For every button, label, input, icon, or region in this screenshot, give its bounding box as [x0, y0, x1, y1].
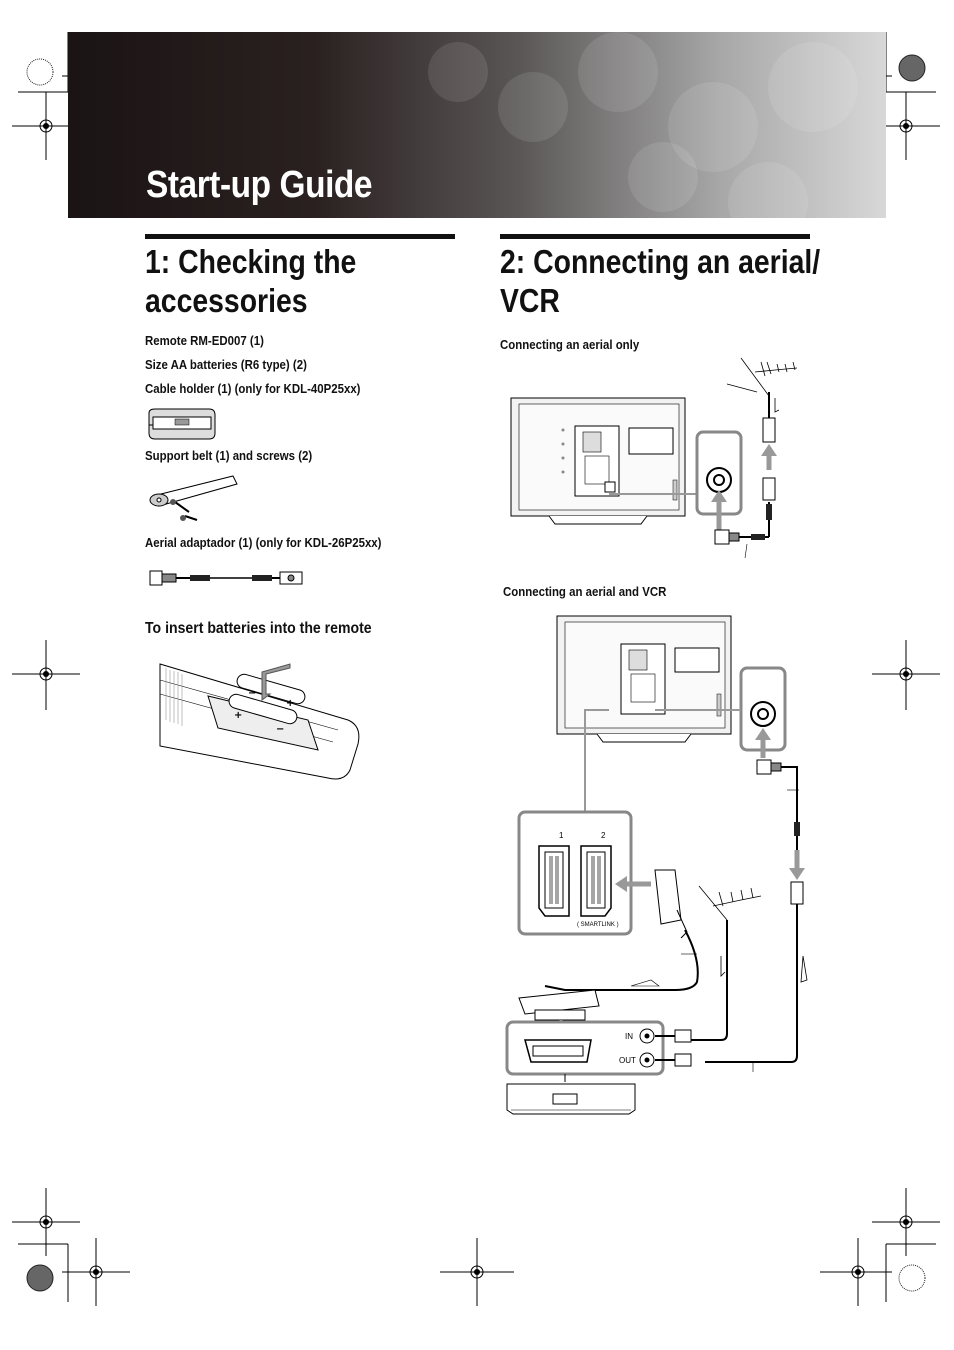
svg-text:−: − — [248, 688, 256, 699]
support-belt-illustration — [149, 475, 238, 521]
remote-battery-illustration: − + + − — [159, 663, 360, 780]
scart1-label: 1 — [559, 831, 564, 840]
svg-text:+: + — [234, 710, 242, 721]
caption-aerial-only: Connecting an aerial only — [500, 337, 640, 352]
accessory-item: Support belt (1) and screws (2) — [145, 448, 313, 463]
aerial-adaptor-illustration — [149, 570, 303, 586]
aerial-vcr-diagram: 1 2 ( SMARTLINK ) IN OUT — [505, 615, 808, 1115]
vcr-out-label: OUT — [619, 1056, 636, 1065]
smartlink-label: ( SMARTLINK ) — [577, 922, 619, 928]
accessory-item: Cable holder (1) (only for KDL-40P25xx) — [145, 381, 361, 396]
header-banner — [68, 32, 886, 218]
page-title: Start-up Guide — [146, 164, 373, 206]
cable-holder-illustration — [148, 408, 216, 440]
section2-heading-line1: 2: Connecting an aerial/ — [500, 243, 821, 280]
accessory-item: Aerial adaptador (1) (only for KDL-26P25… — [145, 535, 382, 550]
battery-subheading: To insert batteries into the remote — [145, 620, 372, 637]
accessory-item: Size AA batteries (R6 type) (2) — [145, 357, 307, 372]
aerial-only-diagram — [510, 357, 798, 559]
vcr-in-label: IN — [625, 1032, 633, 1041]
svg-text:−: − — [276, 724, 284, 735]
section-rule-right — [500, 234, 810, 239]
svg-text:+: + — [286, 698, 294, 709]
scart2-label: 2 — [601, 831, 606, 840]
section1-heading-line1: 1: Checking the — [145, 243, 357, 280]
accessory-item: Remote RM-ED007 (1) — [145, 333, 264, 348]
caption-aerial-vcr: Connecting an aerial and VCR — [503, 584, 667, 599]
section2-heading-line2: VCR — [500, 282, 560, 319]
section1-heading-line2: accessories — [145, 282, 308, 319]
section-rule-left — [145, 234, 455, 239]
